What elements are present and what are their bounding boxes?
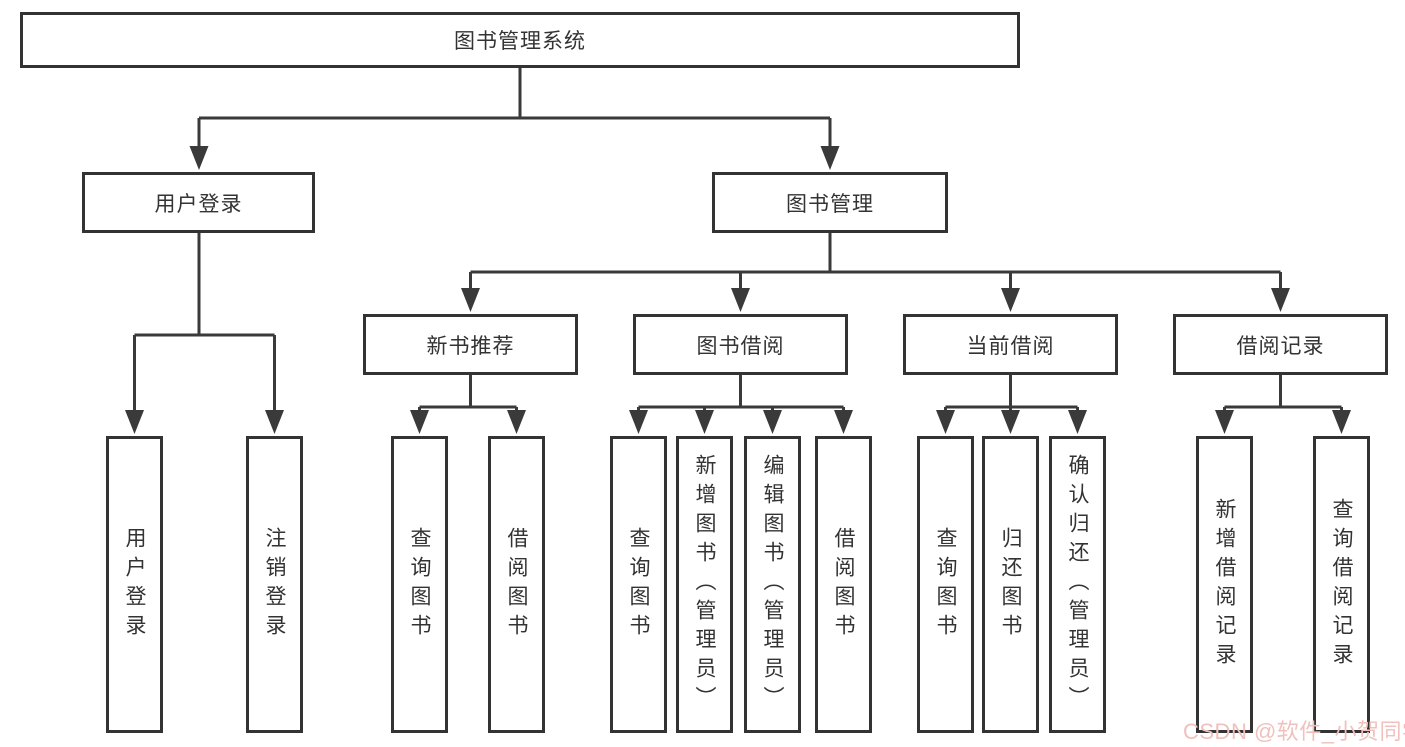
- node-user-login: 用户登录: [82, 172, 315, 233]
- leaf-user-login: 用户登录: [106, 436, 163, 733]
- leaf-borrow-edit-books-admin: 编辑图书（管理员）: [744, 436, 801, 733]
- node-new-book-recommend: 新书推荐: [363, 314, 578, 375]
- leaf-current-return-books: 归还图书: [982, 436, 1039, 733]
- node-root-system: 图书管理系统: [20, 12, 1020, 68]
- node-borrowing-records: 借阅记录: [1173, 314, 1388, 375]
- leaf-current-query-books: 查询图书: [917, 436, 974, 733]
- leaf-records-query-borrow-record: 查询借阅记录: [1313, 436, 1370, 733]
- leaf-borrow-query-books: 查询图书: [610, 436, 667, 733]
- arrowheads: [125, 146, 1351, 434]
- leaf-current-confirm-return-admin: 确认归还（管理员）: [1049, 436, 1106, 733]
- csdn-watermark: CSDN @软件_小贺同学: [1183, 719, 1405, 744]
- node-current-borrowing: 当前借阅: [903, 314, 1118, 375]
- leaf-borrow-borrow-books: 借阅图书: [815, 436, 872, 733]
- leaf-records-add-borrow-record: 新增借阅记录: [1196, 436, 1253, 733]
- leaf-borrow-add-books-admin: 新增图书（管理员）: [676, 436, 733, 733]
- node-book-management: 图书管理: [712, 172, 948, 233]
- leaf-recommend-borrow-books: 借阅图书: [488, 436, 545, 733]
- node-book-borrowing: 图书借阅: [633, 314, 848, 375]
- leaf-recommend-query-books: 查询图书: [391, 436, 448, 733]
- leaf-logout: 注销登录: [246, 436, 303, 733]
